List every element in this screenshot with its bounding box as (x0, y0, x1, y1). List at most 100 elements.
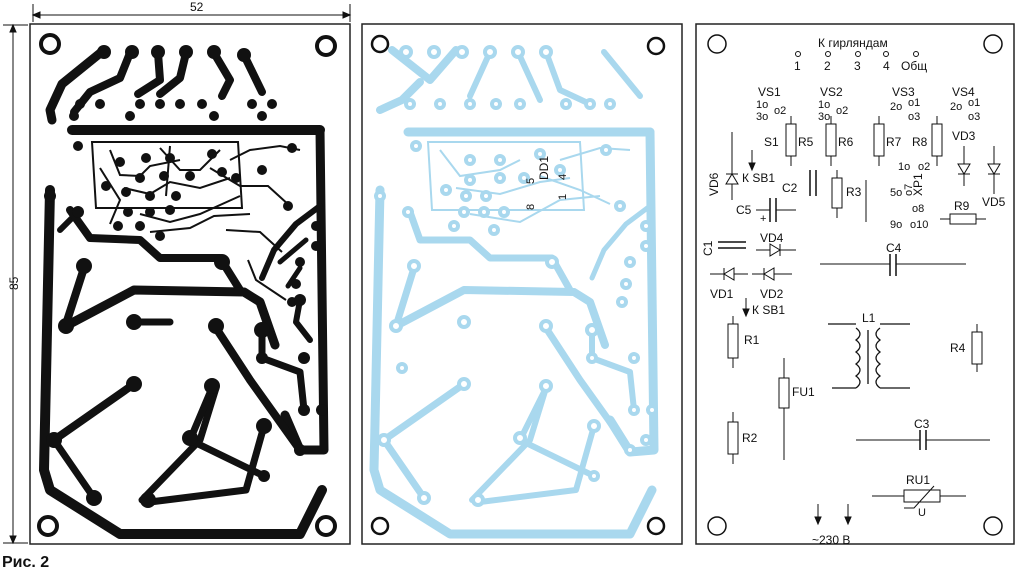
mains-label: ~230 В (812, 533, 850, 547)
r1-label: R1 (744, 333, 760, 347)
vd3-diode (957, 146, 971, 186)
dd1-pin-8: 8 (525, 204, 537, 210)
mounting-holes (37, 33, 337, 537)
vs4-pin-3: o3 (968, 111, 980, 123)
vs2-pin-3: 3o (818, 111, 830, 123)
vs4-label: VS4 (952, 85, 975, 99)
k-sb1-bottom-label: К SB1 (752, 303, 785, 317)
vs2-pin-1: 1o (818, 99, 830, 111)
component-mounting-holes (707, 34, 1003, 536)
vs2-pin-2: o2 (836, 105, 848, 117)
dd1-pin-4: 4 (557, 174, 569, 180)
vs1-label: VS1 (758, 85, 781, 99)
width-dimension-label: 52 (190, 0, 204, 14)
r1-resistor (727, 316, 739, 368)
dd1-pin-5: 5 (525, 178, 537, 184)
port-2: 2 (824, 59, 831, 73)
r2-resistor (727, 412, 739, 464)
overlay-thin-traces (426, 141, 631, 224)
dd1-pin-1: 1 (557, 194, 569, 200)
width-dimension (31, 4, 352, 22)
vd6-diode (725, 132, 739, 200)
r3-label: R3 (846, 185, 862, 199)
c1-label: C1 (701, 240, 715, 256)
r4-resistor (971, 324, 983, 372)
xp1-pin-7: o7 (903, 184, 915, 196)
xp1-pin-2: o2 (918, 161, 930, 173)
xp1-pin-1: 1o (898, 161, 910, 173)
c3-label: C3 (914, 417, 930, 431)
c4-label: C4 (886, 241, 902, 255)
ru1-varistor (872, 485, 966, 509)
xp1-pin-10: o10 (910, 219, 928, 231)
copper-board (29, 23, 351, 545)
r3-resistor (831, 170, 843, 218)
fu1-label: FU1 (792, 385, 815, 399)
vd5-label: VD5 (982, 195, 1006, 209)
vs3-pin-2: 2o (890, 101, 902, 113)
component-board: К гирляндам 1 2 3 4 Общ VS1 1o o2 3o VS2… (695, 23, 1015, 547)
figure-caption: Рис. 2 (2, 554, 50, 571)
vd4-diode (756, 243, 796, 257)
port-1: 1 (794, 59, 801, 73)
vd2-diode (752, 267, 792, 281)
mains-arrows (814, 504, 852, 526)
xp1-pin-9: 9o (890, 219, 902, 231)
port-common: Общ (901, 59, 927, 73)
vs1-pin-1: 1o (756, 99, 768, 111)
l1-inductor (828, 323, 910, 389)
vd1-diode (710, 267, 748, 281)
c2-capacitor (809, 170, 817, 196)
r7-label: R7 (886, 135, 902, 149)
garland-label: К гирляндам (818, 36, 888, 50)
s1-label: S1 (764, 135, 779, 149)
vs4-pin-1: o1 (968, 97, 980, 109)
c2-label: C2 (782, 181, 798, 195)
l1-label: L1 (862, 311, 876, 325)
vs3-label: VS3 (892, 85, 915, 99)
r9-resistor (940, 213, 986, 225)
c5-plus: + (760, 213, 766, 225)
copper-pads (44, 45, 328, 508)
k-sb1-top-label: К SB1 (742, 171, 775, 185)
r4-label: R4 (950, 341, 966, 355)
vd1-label: VD1 (710, 287, 734, 301)
port-3: 3 (854, 59, 861, 73)
vs2-label: VS2 (820, 85, 843, 99)
xp1-pin-8: o8 (912, 203, 924, 215)
c4-capacitor (820, 254, 966, 276)
xp1-label: XP1 (911, 173, 925, 196)
c1-capacitor (718, 241, 746, 249)
r5-label: R5 (798, 135, 814, 149)
vs4-pin-2: 2o (950, 101, 962, 113)
vs3-pin-3: o3 (908, 111, 920, 123)
dd1-label: DD1 (537, 156, 551, 180)
c5-label: C5 (736, 203, 752, 217)
ru1-label: RU1 (906, 473, 930, 487)
fu1-fuse (778, 358, 790, 460)
vs3-pin-1: o1 (908, 97, 920, 109)
height-dimension-label: 85 (7, 276, 21, 290)
vd5-diode (987, 146, 1001, 194)
vd2-label: VD2 (760, 287, 784, 301)
c5-capacitor (756, 198, 796, 222)
port-4: 4 (883, 59, 890, 73)
overlay-board: DD1 8 5 1 4 (361, 23, 683, 545)
vs1-pin-2: o2 (774, 105, 786, 117)
vd3-label: VD3 (952, 129, 976, 143)
garland-connector (795, 51, 919, 57)
k-sb1-top-arrow (748, 150, 756, 172)
r9-label: R9 (954, 199, 970, 213)
r2-label: R2 (742, 431, 758, 445)
r6-label: R6 (838, 135, 854, 149)
resistors-r5-r8 (785, 116, 943, 166)
height-dimension (3, 23, 28, 545)
overlay-pads (374, 45, 658, 507)
c3-capacitor (856, 430, 990, 450)
r8-label: R8 (912, 135, 928, 149)
vd6-label: VD6 (707, 172, 721, 196)
vd4-label: VD4 (760, 231, 784, 245)
vs1-pin-3: 3o (756, 111, 768, 123)
ru1-u-label: U (918, 507, 926, 519)
